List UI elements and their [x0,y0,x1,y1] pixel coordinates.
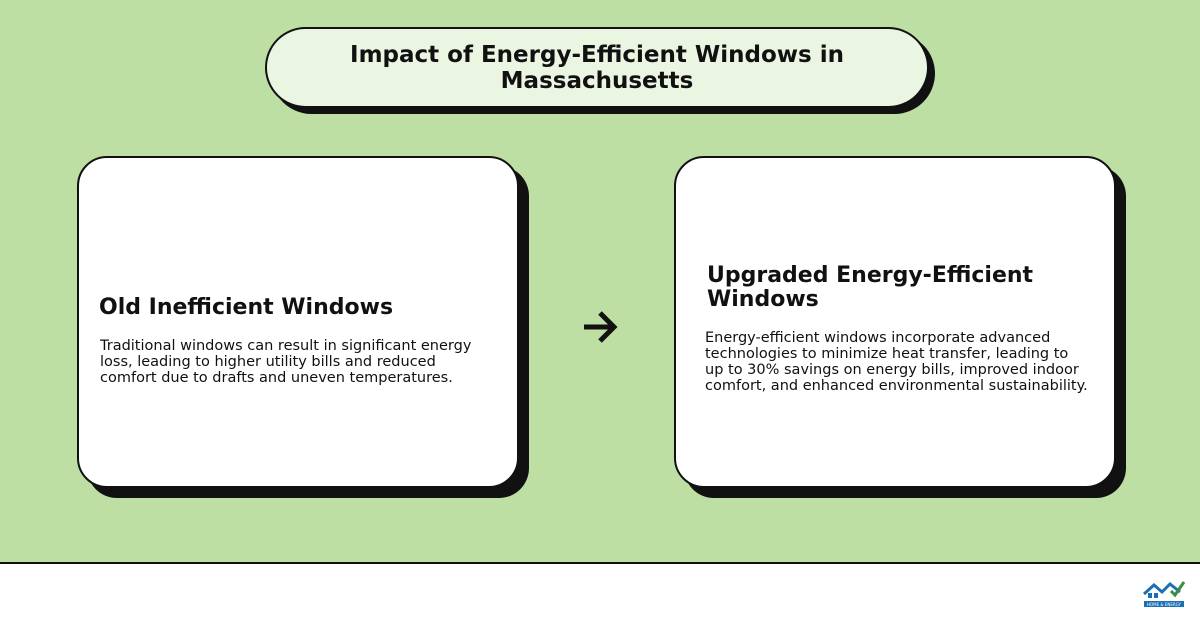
card-old-windows: Old Inefficient Windows Traditional wind… [77,156,519,488]
card-heading: Old Inefficient Windows [99,295,394,320]
brand-logo: HOME & ENERGY [1142,581,1186,607]
page-title: Impact of Energy-Efficient Windows in Ma… [350,41,844,94]
card-body: Traditional windows can result in signif… [100,338,472,386]
card-upgraded-windows: Upgraded Energy-Efficient Windows Energy… [674,156,1116,488]
infographic-stage: Impact of Energy-Efficient Windows in Ma… [0,0,1200,562]
card-body: Energy-efficient windows incorporate adv… [705,330,1088,394]
card-heading: Upgraded Energy-Efficient Windows [707,263,1034,312]
footer-divider [0,562,1200,564]
title-banner: Impact of Energy-Efficient Windows in Ma… [265,27,929,108]
arrow-right-icon [584,311,618,343]
logo-text: HOME & ENERGY [1147,602,1182,607]
